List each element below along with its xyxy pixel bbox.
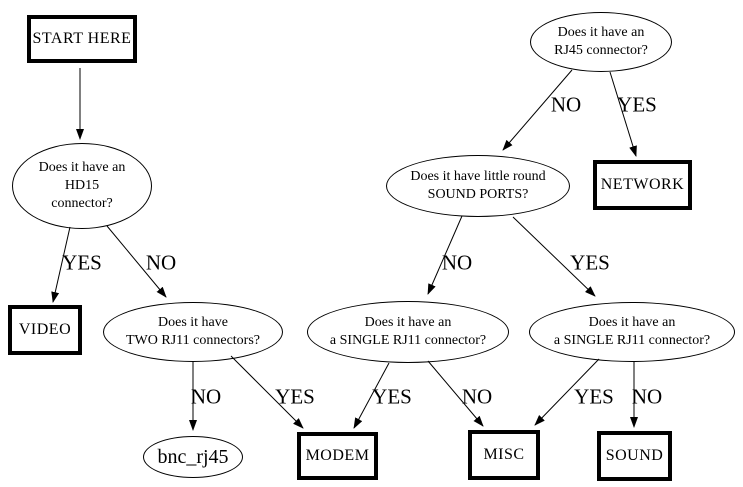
edge-two-rj11-modem (230, 355, 304, 429)
node-network: NETWORK (593, 160, 692, 210)
node-bnc-rj45: bnc_rj45 (143, 436, 243, 478)
edge-single-a-misc (427, 360, 484, 427)
edge-rj45-sound-ports (502, 69, 573, 151)
node-question-sound-ports: Does it have little round SOUND PORTS? (386, 155, 570, 217)
edge-label-sound-ports-single-b: YES (570, 250, 610, 275)
node-question-single-rj11-right: Does it have an a SINGLE RJ11 connector? (529, 302, 735, 362)
edge-label-single-b-misc: YES (574, 384, 614, 409)
edge-label-two-rj11-bnc: NO (190, 384, 222, 409)
edge-label-sound-ports-single-a: NO (441, 250, 473, 275)
edge-hd15-two-rj11 (106, 225, 167, 298)
node-question-single-rj11-left: Does it have an a SINGLE RJ11 connector? (307, 301, 509, 363)
edge-label-hd15-two-rj11: NO (145, 250, 177, 275)
edge-label-single-a-misc: NO (461, 384, 493, 409)
edge-single-a-modem (353, 362, 390, 429)
node-video: VIDEO (8, 305, 82, 355)
node-question-two-rj11: Does it have TWO RJ11 connectors? (103, 302, 283, 362)
edge-label-two-rj11-modem: YES (275, 384, 315, 409)
node-start-here: START HERE (27, 15, 137, 63)
node-question-rj45: Does it have an RJ45 connector? (530, 12, 672, 72)
edge-sound-ports-single-a (427, 215, 463, 295)
node-sound: SOUND (597, 431, 672, 481)
edge-label-single-a-modem: YES (372, 384, 412, 409)
edge-label-single-b-sound: NO (631, 384, 663, 409)
node-question-hd15: Does it have an HD15 connector? (12, 143, 152, 229)
edge-label-rj45-sound-ports: NO (550, 92, 582, 117)
edge-label-rj45-network: YES (617, 92, 657, 117)
node-misc: MISC (468, 430, 540, 480)
edge-single-b-misc (534, 358, 600, 426)
edge-label-hd15-video: YES (62, 250, 102, 275)
node-modem: MODEM (297, 432, 378, 480)
edge-sound-ports-single-b (512, 216, 596, 297)
edge-rj45-network (609, 71, 637, 157)
edge-hd15-video (51, 226, 71, 303)
